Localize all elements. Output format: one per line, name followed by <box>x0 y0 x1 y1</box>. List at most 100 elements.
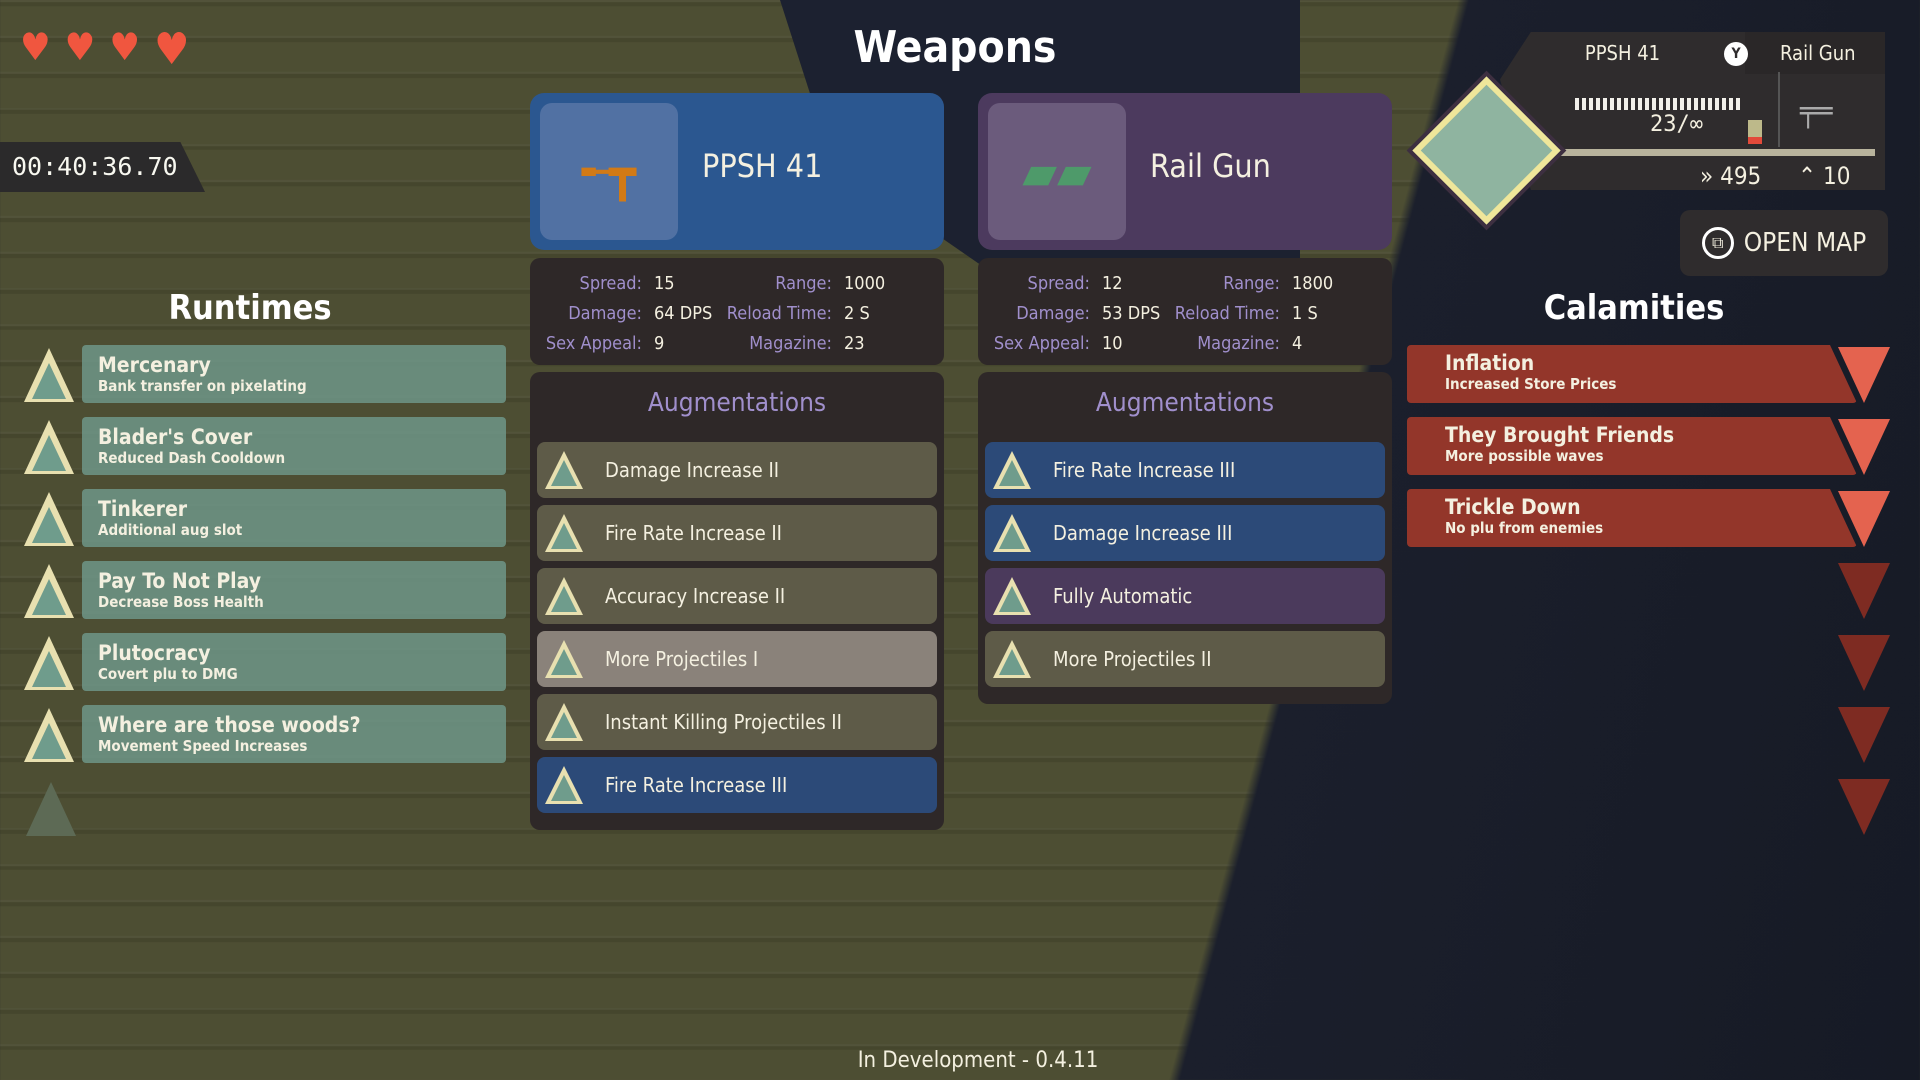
open-map-label: OPEN MAP <box>1743 228 1867 258</box>
runtime-name: Pay To Not Play <box>98 569 262 593</box>
stat-value: 53 DPS <box>1102 302 1161 324</box>
stat-label: Range: <box>1223 272 1280 294</box>
swap-key-icon: Y <box>1724 42 1748 66</box>
stat-label: Spread: <box>579 272 642 294</box>
augmentations-header: Augmentations <box>647 388 827 418</box>
augmentation-label: Instant Killing Projectiles II <box>605 710 842 734</box>
augmentation-item[interactable]: Accuracy Increase II <box>537 568 937 624</box>
stat-label: Magazine: <box>1197 332 1280 354</box>
runtime-desc: Bank transfer on pixelating <box>98 377 307 395</box>
augmentation-triangle-icon <box>993 451 1031 489</box>
stat-value: 1000 <box>844 272 886 294</box>
stat-label: Sex Appeal: <box>993 332 1090 354</box>
open-map-button[interactable]: ⧉ OPEN MAP <box>1680 210 1888 276</box>
weapon-card-ppsh[interactable]: ╾┳ PPSH 41 <box>530 93 944 250</box>
augmentations-header: Augmentations <box>1095 388 1275 418</box>
augmentation-triangle-icon <box>545 577 583 615</box>
augmentation-label: More Projectiles II <box>1053 647 1212 671</box>
primary-weapon-label: PPSH 41 <box>1584 41 1661 65</box>
stat-value: 2 S <box>844 302 870 324</box>
ammo-count: 23/∞ <box>1650 112 1703 137</box>
runtime-desc: Additional aug slot <box>98 521 243 539</box>
stat-value: 15 <box>654 272 675 294</box>
ammo-bar <box>1575 98 1740 110</box>
stat-label: Magazine: <box>749 332 832 354</box>
runtime-name: Plutocracy <box>98 641 211 665</box>
reload-indicator <box>1748 120 1762 144</box>
stat-value: 64 DPS <box>654 302 713 324</box>
heart-icon: ♥ <box>20 25 51 69</box>
augmentation-label: Fire Rate Increase II <box>605 521 782 545</box>
weapons-title: Weapons <box>853 22 1057 73</box>
calamity-name: They Brought Friends <box>1445 423 1675 447</box>
augmentation-label: Fully Automatic <box>1053 584 1193 608</box>
runtime-desc: Reduced Dash Cooldown <box>98 449 286 467</box>
runtime-name: Mercenary <box>98 353 211 377</box>
augmentation-triangle-icon <box>993 577 1031 615</box>
empty-runtime-slot-icon <box>26 782 76 836</box>
runtime-name: Tinkerer <box>98 497 188 521</box>
augmentation-item[interactable]: Fully Automatic <box>985 568 1385 624</box>
augmentation-label: Fire Rate Increase III <box>605 773 788 797</box>
calamity-slot-icon <box>1838 563 1890 619</box>
calamity-slot-icon <box>1838 707 1890 763</box>
runtime-desc: Covert plu to DMG <box>98 665 238 683</box>
heart-icon: ♥ <box>109 25 140 69</box>
runtime-item[interactable]: Where are those woods?Movement Speed Inc… <box>22 705 506 763</box>
map-icon: ⧉ <box>1701 227 1734 259</box>
calamity-slot-icon <box>1838 491 1890 547</box>
stat-value: 10 <box>1102 332 1123 354</box>
augmentation-triangle-icon <box>545 640 583 678</box>
augmentation-triangle-icon <box>993 640 1031 678</box>
calamity-slot-icon <box>1838 419 1890 475</box>
calamity-name: Inflation <box>1445 351 1535 375</box>
health-hearts: ♥♥♥♥ <box>20 28 189 72</box>
stat-value: 23 <box>844 332 865 354</box>
augmentation-triangle-icon <box>545 451 583 489</box>
currency-icon: » <box>1700 162 1714 190</box>
runtime-desc: Decrease Boss Health <box>98 593 264 611</box>
heart-icon: ♥ <box>64 25 96 69</box>
augmentation-item[interactable]: Damage Increase III <box>985 505 1385 561</box>
stat-label: Spread: <box>1027 272 1090 294</box>
runtime-desc: Movement Speed Increases <box>98 737 308 755</box>
augmentations-panel-ppsh: Augmentations Damage Increase II Fire Rat… <box>530 372 944 830</box>
augmentation-item[interactable]: More Projectiles II <box>985 631 1385 687</box>
augmentation-item[interactable]: More Projectiles I <box>537 631 937 687</box>
augmentations-panel-railgun: Augmentations Fire Rate Increase III Dama… <box>978 372 1392 704</box>
stat-label: Damage: <box>1016 302 1090 324</box>
stat-value: 12 <box>1102 272 1123 294</box>
heart-icon: ♥ <box>153 24 190 75</box>
augmentation-label: Damage Increase III <box>1053 521 1233 545</box>
augmentation-item[interactable]: Instant Killing Projectiles II <box>537 694 937 750</box>
stat-label: Damage: <box>568 302 642 324</box>
weapon-name: Rail Gun <box>1150 147 1271 185</box>
calamity-slot-icon <box>1838 347 1890 403</box>
weapon-name: PPSH 41 <box>702 147 823 185</box>
stat-value: 1 S <box>1292 302 1318 324</box>
calamities-title: Calamities <box>1543 288 1725 328</box>
augmentation-triangle-icon <box>545 514 583 552</box>
augmentation-item[interactable]: Fire Rate Increase III <box>537 757 937 813</box>
currency-value: 495 <box>1720 162 1762 190</box>
secondary-weapon-label: Rail Gun <box>1780 41 1856 65</box>
augmentation-item[interactable]: Damage Increase II <box>537 442 937 498</box>
secondary-gun-icon: ╤═ <box>1800 94 1833 129</box>
calamity-desc: More possible waves <box>1445 447 1604 465</box>
weapon-card-railgun[interactable]: ▰▰ Rail Gun <box>978 93 1392 250</box>
augmentation-triangle-icon <box>993 514 1031 552</box>
level-chevron-icon: ⌃ <box>1798 162 1817 190</box>
augmentation-item[interactable]: Fire Rate Increase II <box>537 505 937 561</box>
calamity-slot-icon <box>1838 635 1890 691</box>
augmentation-item[interactable]: Fire Rate Increase III <box>985 442 1385 498</box>
